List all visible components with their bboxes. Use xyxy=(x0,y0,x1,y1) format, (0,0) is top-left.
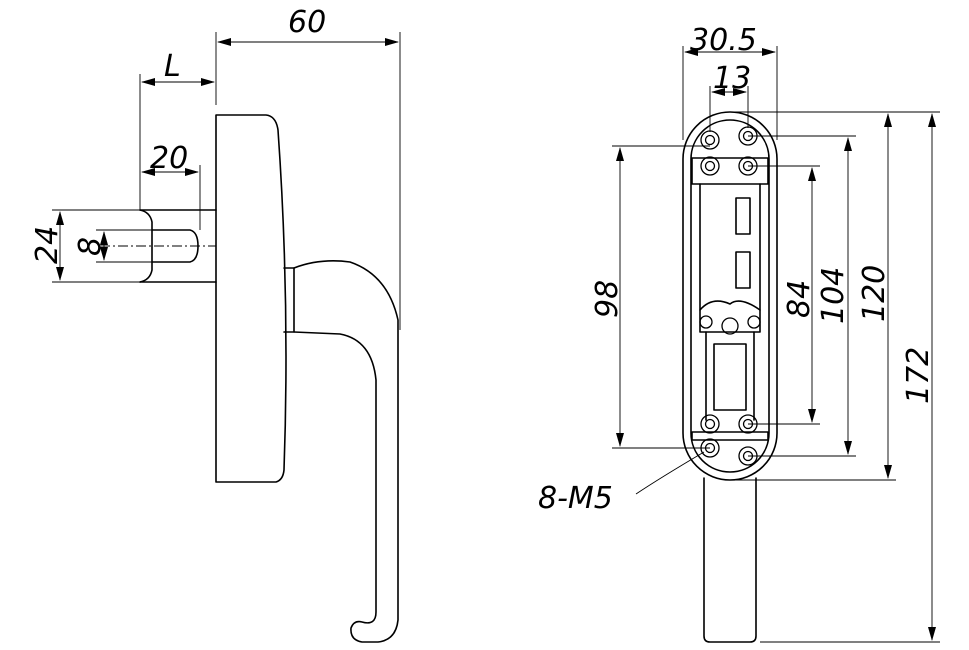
front-handle-stem xyxy=(703,477,757,643)
dim-label-30-5: 30.5 xyxy=(690,23,757,58)
screw-hole xyxy=(700,156,720,176)
front-rose-inner xyxy=(690,119,770,473)
dim-label-98: 98 xyxy=(590,280,625,318)
dim-rose-height: 120 xyxy=(730,111,896,481)
dim-overall-height: 172 xyxy=(760,111,940,643)
dim-label-L: L xyxy=(164,49,181,84)
dim-label-24: 24 xyxy=(30,226,65,264)
side-hub xyxy=(283,267,295,333)
dim-hole-spacing-98: 98 xyxy=(590,145,710,449)
side-rose-outline xyxy=(215,114,287,483)
side-handle-lever xyxy=(293,260,399,643)
dim-hole-spacing-x: 13 xyxy=(709,61,751,132)
dim-label-60: 60 xyxy=(288,5,326,40)
dim-spindle-projection: 20 xyxy=(141,141,201,230)
dim-hole-spacing-104: 104 xyxy=(748,135,856,457)
side-view: 60 L 20 24 8 xyxy=(30,5,401,643)
dim-spindle-slot: 8 xyxy=(73,229,152,263)
callout-label: 8-M5 xyxy=(538,481,613,516)
dim-label-104: 104 xyxy=(816,267,851,324)
front-rose-outer xyxy=(682,111,778,481)
dim-hole-spacing-84: 84 xyxy=(748,165,820,425)
front-screw-holes xyxy=(699,126,761,466)
screw-hole xyxy=(700,414,720,434)
front-view: 30.5 13 98 84 104 xyxy=(538,23,940,643)
dim-label-84: 84 xyxy=(782,280,817,318)
front-mechanism xyxy=(691,157,769,441)
dim-label-13: 13 xyxy=(713,61,751,96)
dim-overall-depth: 60 xyxy=(215,5,401,330)
dim-label-120: 120 xyxy=(857,265,892,322)
dim-label-20: 20 xyxy=(150,141,188,176)
dim-spindle-square: 24 xyxy=(30,209,140,283)
dim-label-8: 8 xyxy=(73,237,108,256)
dim-label-172: 172 xyxy=(901,347,936,404)
dim-rose-width: 30.5 xyxy=(682,23,778,140)
dim-spindle-length: L xyxy=(139,49,215,210)
callout-8-m5: 8-M5 xyxy=(538,451,705,516)
